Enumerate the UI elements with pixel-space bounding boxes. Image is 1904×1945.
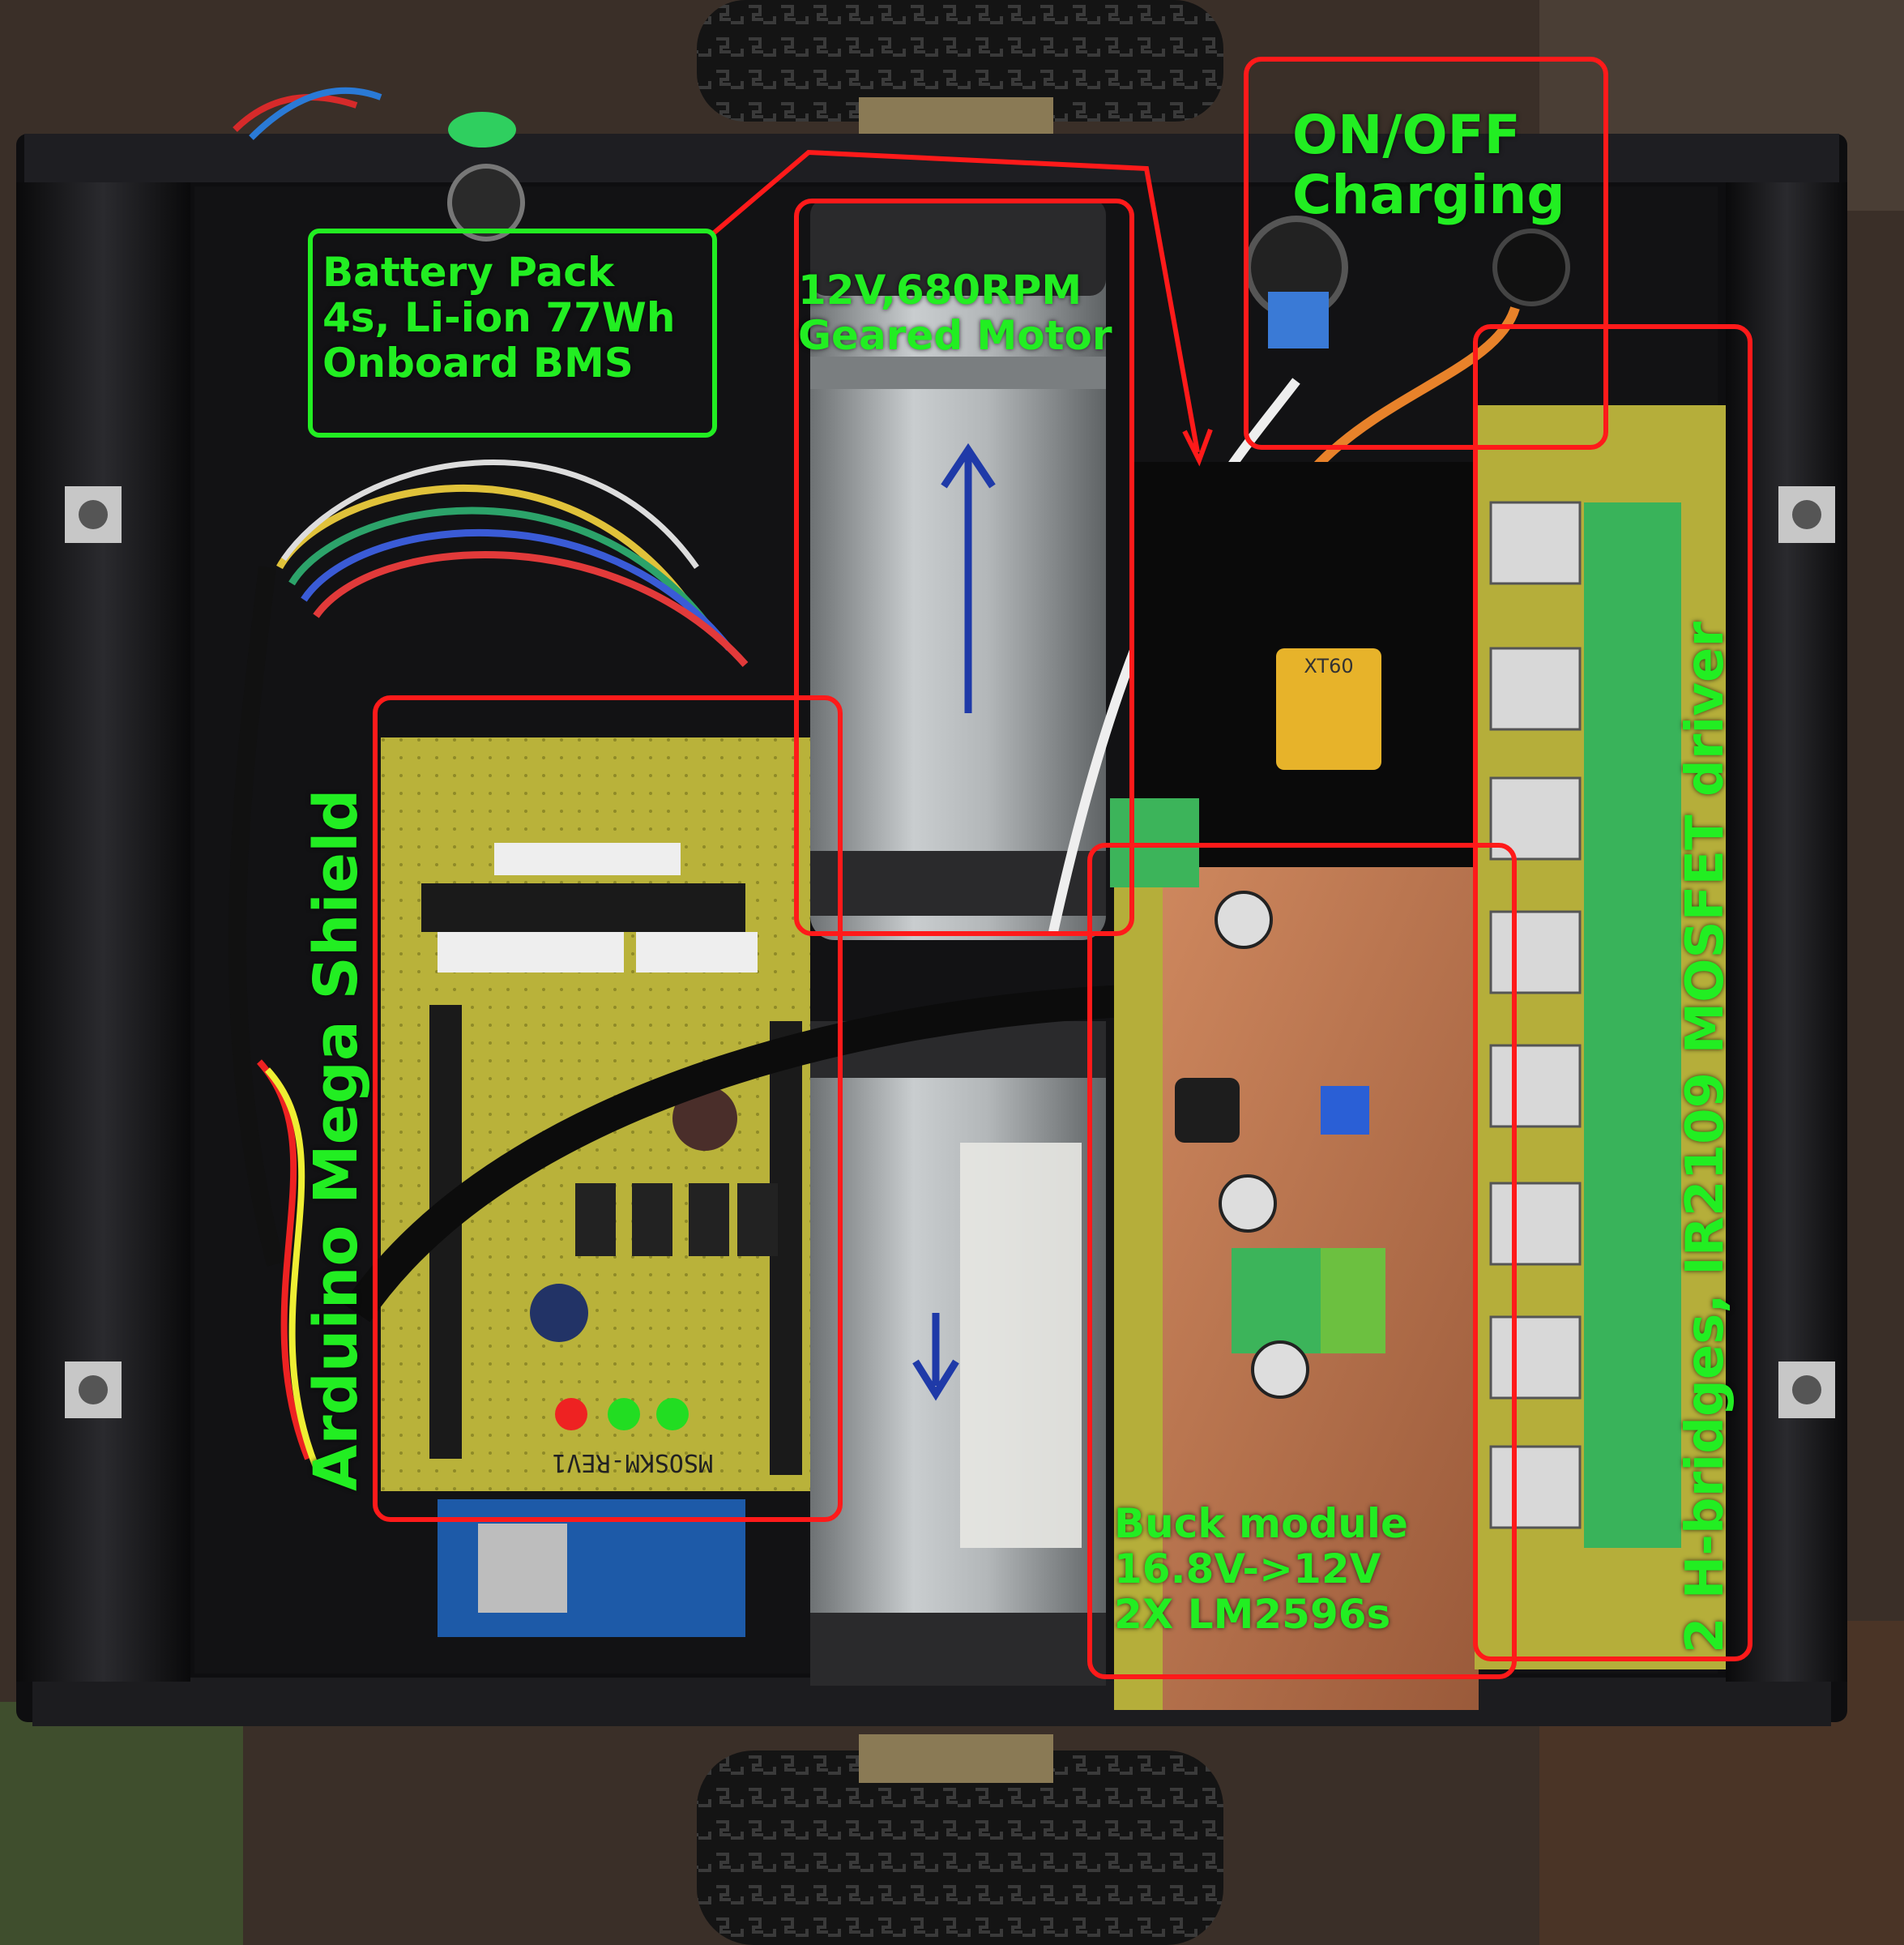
battery-annotation-box (308, 229, 717, 438)
dc-jack-icon (1492, 229, 1570, 306)
switch-label: ON/OFF Charging (1292, 105, 1565, 225)
motor-annotation-box (794, 199, 1134, 936)
switch-label-line1: ON/OFF (1292, 104, 1521, 166)
xt60-label: XT60 (1304, 655, 1353, 678)
battery-label-line2: 4s, Li-ion 77Wh (322, 294, 676, 341)
buck-label-line1: Buck module (1114, 1500, 1408, 1547)
switch-label-line2: Charging (1292, 163, 1565, 226)
top-wheel (697, 0, 1223, 122)
left-rail (16, 182, 190, 1682)
green-button (448, 112, 516, 147)
motor-label-line1: 12V,680RPM (798, 267, 1082, 314)
xt60-connector (1276, 648, 1381, 770)
motor-label-line2: Geared Motor (798, 312, 1112, 359)
shield-marking-name: MSOSKM-REV1 (552, 1448, 713, 1477)
hbridge-annotation-box (1473, 324, 1752, 1661)
buck-label: Buck module 16.8V->12V 2X LM2596s (1114, 1501, 1408, 1637)
switch-annotation-box (1244, 57, 1608, 450)
bottom-wheel (697, 1750, 1223, 1945)
buck-label-line2: 16.8V->12V (1114, 1545, 1381, 1592)
arduino-annotation-box (373, 695, 843, 1522)
right-rail (1726, 182, 1847, 1682)
motor-label: 12V,680RPM Geared Motor (798, 267, 1112, 358)
buck-annotation-box (1087, 843, 1517, 1679)
battery-label-line1: Battery Pack (322, 249, 615, 296)
battery-label: Battery Pack 4s, Li-ion 77Wh Onboard BMS (322, 250, 676, 386)
hbridge-label: 2 H-bridges, IR2109 MOSFET driver (1676, 621, 1735, 1653)
battery-label-line3: Onboard BMS (322, 340, 634, 387)
arduino-label: Arduino Mega Shield (301, 789, 371, 1491)
buck-label-line3: 2X LM2596s (1114, 1591, 1391, 1638)
